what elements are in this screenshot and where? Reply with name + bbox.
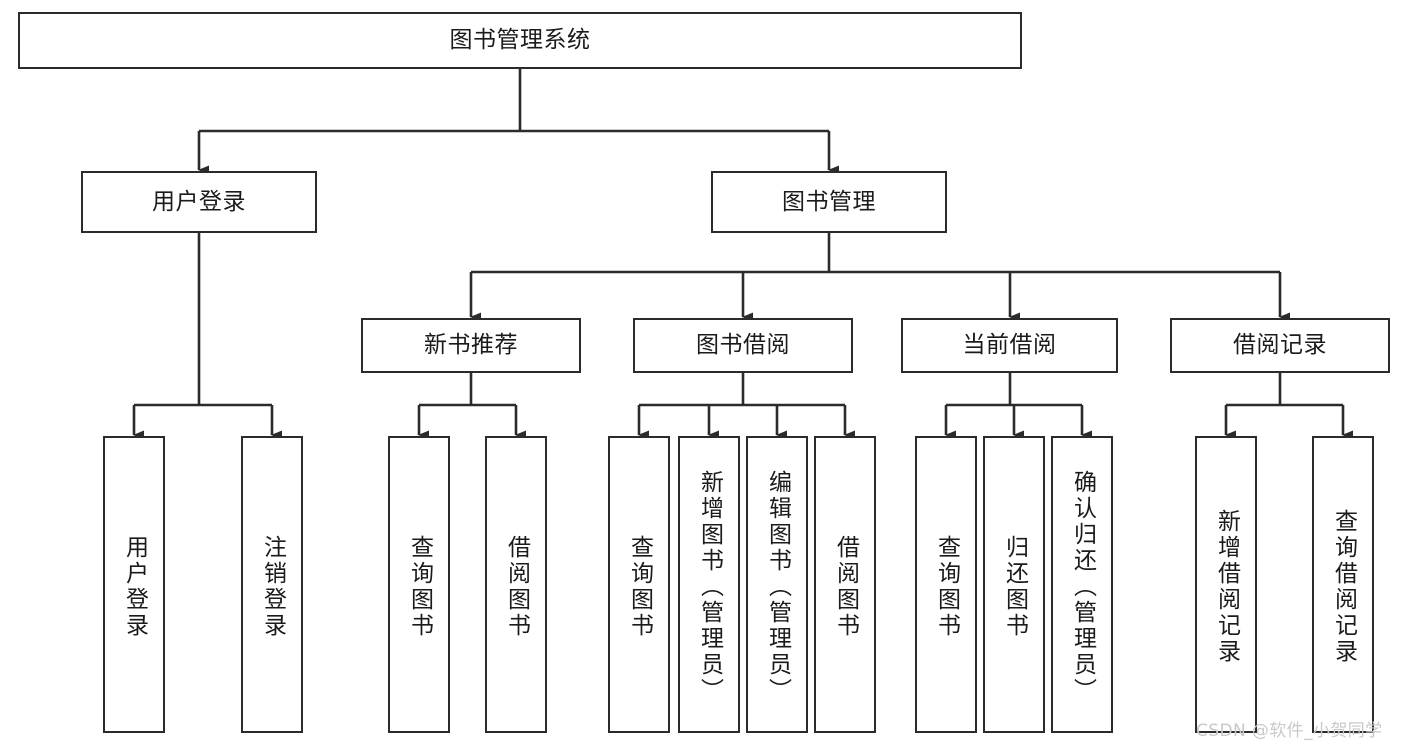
node-label: 归还图书 [1001,534,1028,639]
node-root[interactable]: 图书管理系统 [18,12,1022,69]
node-borrow-record[interactable]: 借阅记录 [1170,318,1390,373]
node-label: 借阅记录 [1233,332,1327,359]
node-leaf-edit-book[interactable]: 编辑图书（管理员） [746,436,808,733]
node-leaf-add-record[interactable]: 新增借阅记录 [1195,436,1257,733]
node-label: 确认归还（管理员） [1069,469,1096,704]
node-label: 图书管理系统 [449,27,591,54]
node-label: 查询借阅记录 [1330,508,1357,665]
node-leaf-add-book[interactable]: 新增图书（管理员） [678,436,740,733]
node-new-book-recommend[interactable]: 新书推荐 [361,318,581,373]
node-label: 编辑图书（管理员） [764,469,791,704]
edge-group [132,69,1353,440]
node-leaf-confirm-return[interactable]: 确认归还（管理员） [1051,436,1113,733]
node-label: 用户登录 [121,534,148,639]
node-leaf-return-book[interactable]: 归还图书 [983,436,1045,733]
node-book-manage[interactable]: 图书管理 [711,171,947,233]
node-label: 用户登录 [152,188,246,215]
node-label: 借阅图书 [503,534,530,639]
node-leaf-query-record[interactable]: 查询借阅记录 [1312,436,1374,733]
node-label: 图书管理 [782,188,876,215]
node-leaf-borrow-book-2[interactable]: 借阅图书 [814,436,876,733]
node-leaf-logout[interactable]: 注销登录 [241,436,303,733]
node-leaf-query-book-1[interactable]: 查询图书 [388,436,450,733]
node-label: 新增图书（管理员） [696,469,723,704]
node-leaf-borrow-book-1[interactable]: 借阅图书 [485,436,547,733]
node-leaf-query-book-2[interactable]: 查询图书 [608,436,670,733]
node-label: 当前借阅 [962,332,1057,359]
node-user-login[interactable]: 用户登录 [81,171,317,233]
node-book-borrow[interactable]: 图书借阅 [633,318,853,373]
node-current-borrow[interactable]: 当前借阅 [901,318,1118,373]
node-label: 新书推荐 [424,332,518,359]
node-label: 新增借阅记录 [1213,508,1240,665]
node-leaf-user-login[interactable]: 用户登录 [103,436,165,733]
node-label: 图书借阅 [696,332,790,359]
csdn-watermark: CSDN @软件_小贺同学 [1196,721,1383,741]
node-label: 注销登录 [259,534,286,639]
node-label: 查询图书 [933,534,960,639]
node-label: 借阅图书 [832,534,859,639]
node-label: 查询图书 [626,534,653,639]
node-label: 查询图书 [406,534,433,639]
node-leaf-query-book-3[interactable]: 查询图书 [915,436,977,733]
